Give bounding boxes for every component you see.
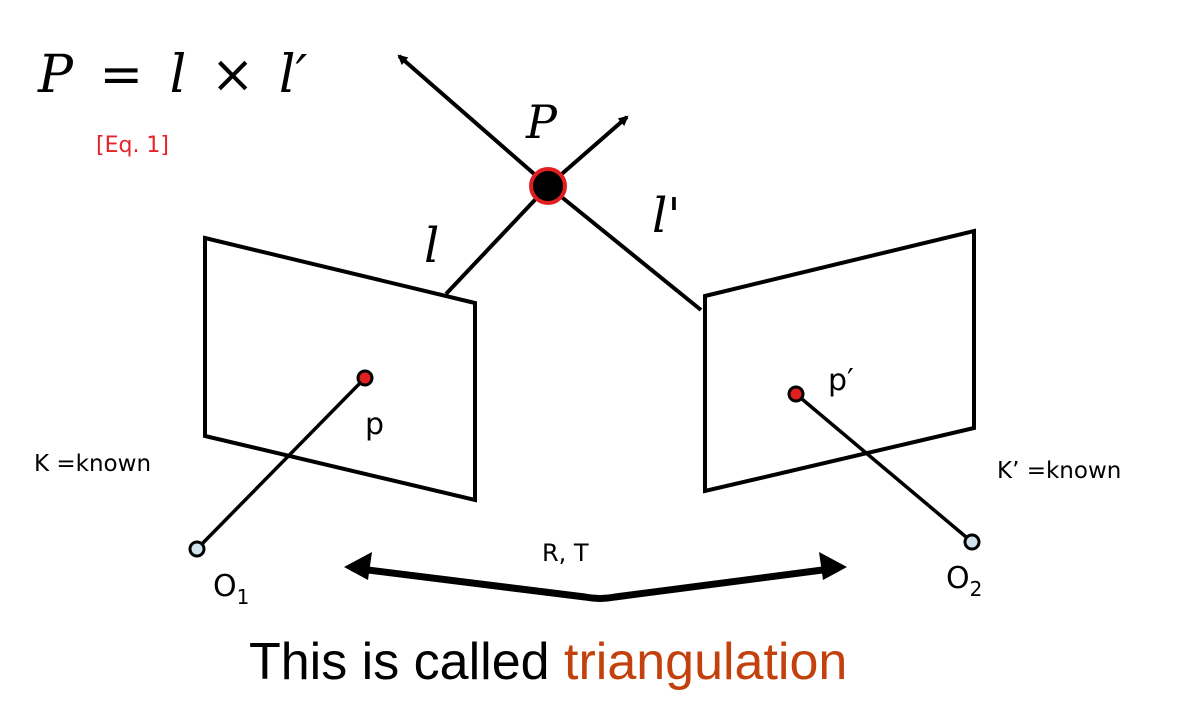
right-image-plane — [703, 228, 976, 494]
image-point-p-marker — [356, 369, 374, 387]
camera-right-label: O2 — [946, 561, 982, 601]
image-point-p-prime-label: p′ — [828, 363, 854, 398]
equation-times: × — [211, 45, 255, 105]
camera-right-letter: O — [946, 561, 970, 596]
extrinsics-arrow — [351, 564, 839, 602]
image-point-p-label: p — [365, 407, 384, 442]
caption-highlight: triangulation — [564, 633, 847, 691]
ray-l-prime-label: l' — [652, 188, 681, 244]
caption-lead: This is called — [249, 633, 564, 691]
equation-equals: = — [100, 45, 144, 105]
equation: P = l × l′ — [37, 45, 308, 105]
extrinsics-arrowhead-left — [344, 552, 372, 580]
equation-tag: [Eq. 1] — [96, 133, 169, 158]
equation-term1: l — [170, 45, 187, 105]
ray-l-prime — [546, 184, 703, 312]
point-P-marker — [529, 167, 567, 205]
ray-l-label: l — [424, 218, 439, 274]
camera-right-index: 2 — [970, 577, 983, 601]
left-projection-ray — [195, 376, 367, 551]
camera-left-label: O1 — [213, 569, 249, 609]
camera-center-O1 — [188, 540, 206, 558]
right-projection-ray — [794, 392, 974, 544]
camera-left-letter: O — [213, 569, 237, 604]
intrinsics-left-label: K =known — [34, 451, 151, 477]
point-P-label: P — [525, 95, 558, 149]
camera-left-index: 1 — [237, 585, 250, 609]
extrinsics-label: R, T — [542, 539, 589, 567]
equation-term2: l′ — [279, 45, 308, 105]
camera-center-O2 — [963, 533, 981, 551]
ray-l-prime-arrow — [397, 54, 550, 188]
ray-l — [444, 184, 550, 296]
extrinsics-arrowhead-right — [819, 552, 847, 580]
left-image-plane — [203, 235, 477, 503]
caption: This is called triangulation — [249, 633, 847, 691]
equation-lhs: P — [37, 45, 74, 105]
image-point-p-prime-marker — [787, 385, 805, 403]
intrinsics-right-label: K’ =known — [997, 458, 1121, 484]
